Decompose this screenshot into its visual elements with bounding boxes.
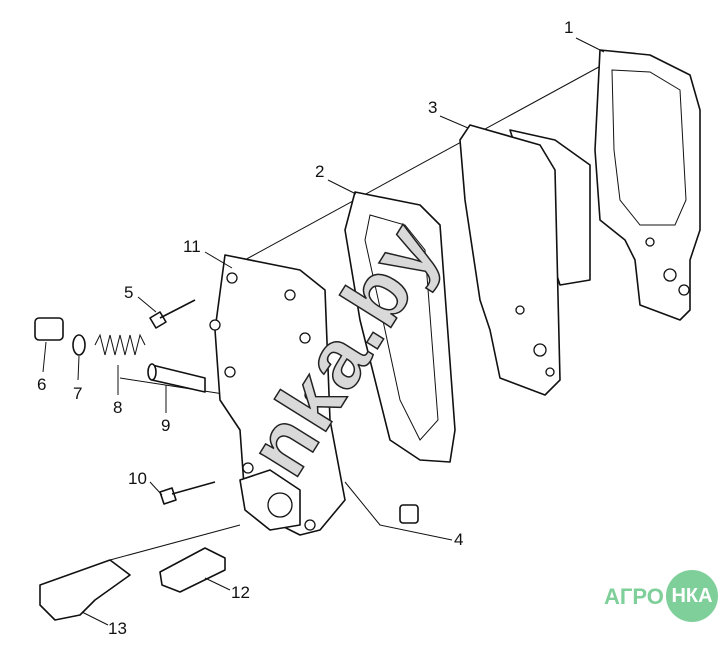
callout-13: 13 [108, 619, 127, 638]
part-8-spring [94, 333, 146, 356]
callout-6: 6 [37, 375, 47, 394]
alignment-line [229, 61, 609, 269]
callout-1: 1 [564, 18, 574, 37]
callout-10: 10 [128, 469, 147, 488]
callout-2: 2 [315, 162, 325, 181]
part-12-sensor [159, 547, 226, 593]
part-7-o-ring [72, 334, 86, 356]
part-6-plug [34, 317, 64, 341]
logo-text-right: НКА [666, 570, 718, 622]
callout-8: 8 [113, 398, 123, 417]
callout-7: 7 [73, 384, 83, 403]
part-11-housing [209, 254, 346, 536]
part-1-gasket [594, 49, 701, 321]
leader-lines [42, 37, 605, 626]
callout-4: 4 [454, 530, 464, 549]
callout-12: 12 [231, 583, 250, 602]
part-3-oil-cooler [459, 124, 591, 396]
part-10-bolt [159, 481, 216, 505]
part-4-plug [399, 504, 419, 524]
logo-text-left: АГРО [604, 584, 664, 609]
callout-3: 3 [428, 98, 438, 117]
callout-11: 11 [183, 237, 201, 256]
agronka-logo: АГРО НКА [604, 568, 718, 626]
callout-9: 9 [161, 416, 171, 435]
callout-5: 5 [124, 283, 134, 302]
alignment-line [109, 524, 241, 561]
alignment-line [119, 377, 231, 396]
part-9-piston [147, 363, 206, 393]
part-5-bolt [149, 299, 196, 329]
part-13-sensor [39, 559, 131, 621]
part-2-gasket [344, 191, 456, 463]
